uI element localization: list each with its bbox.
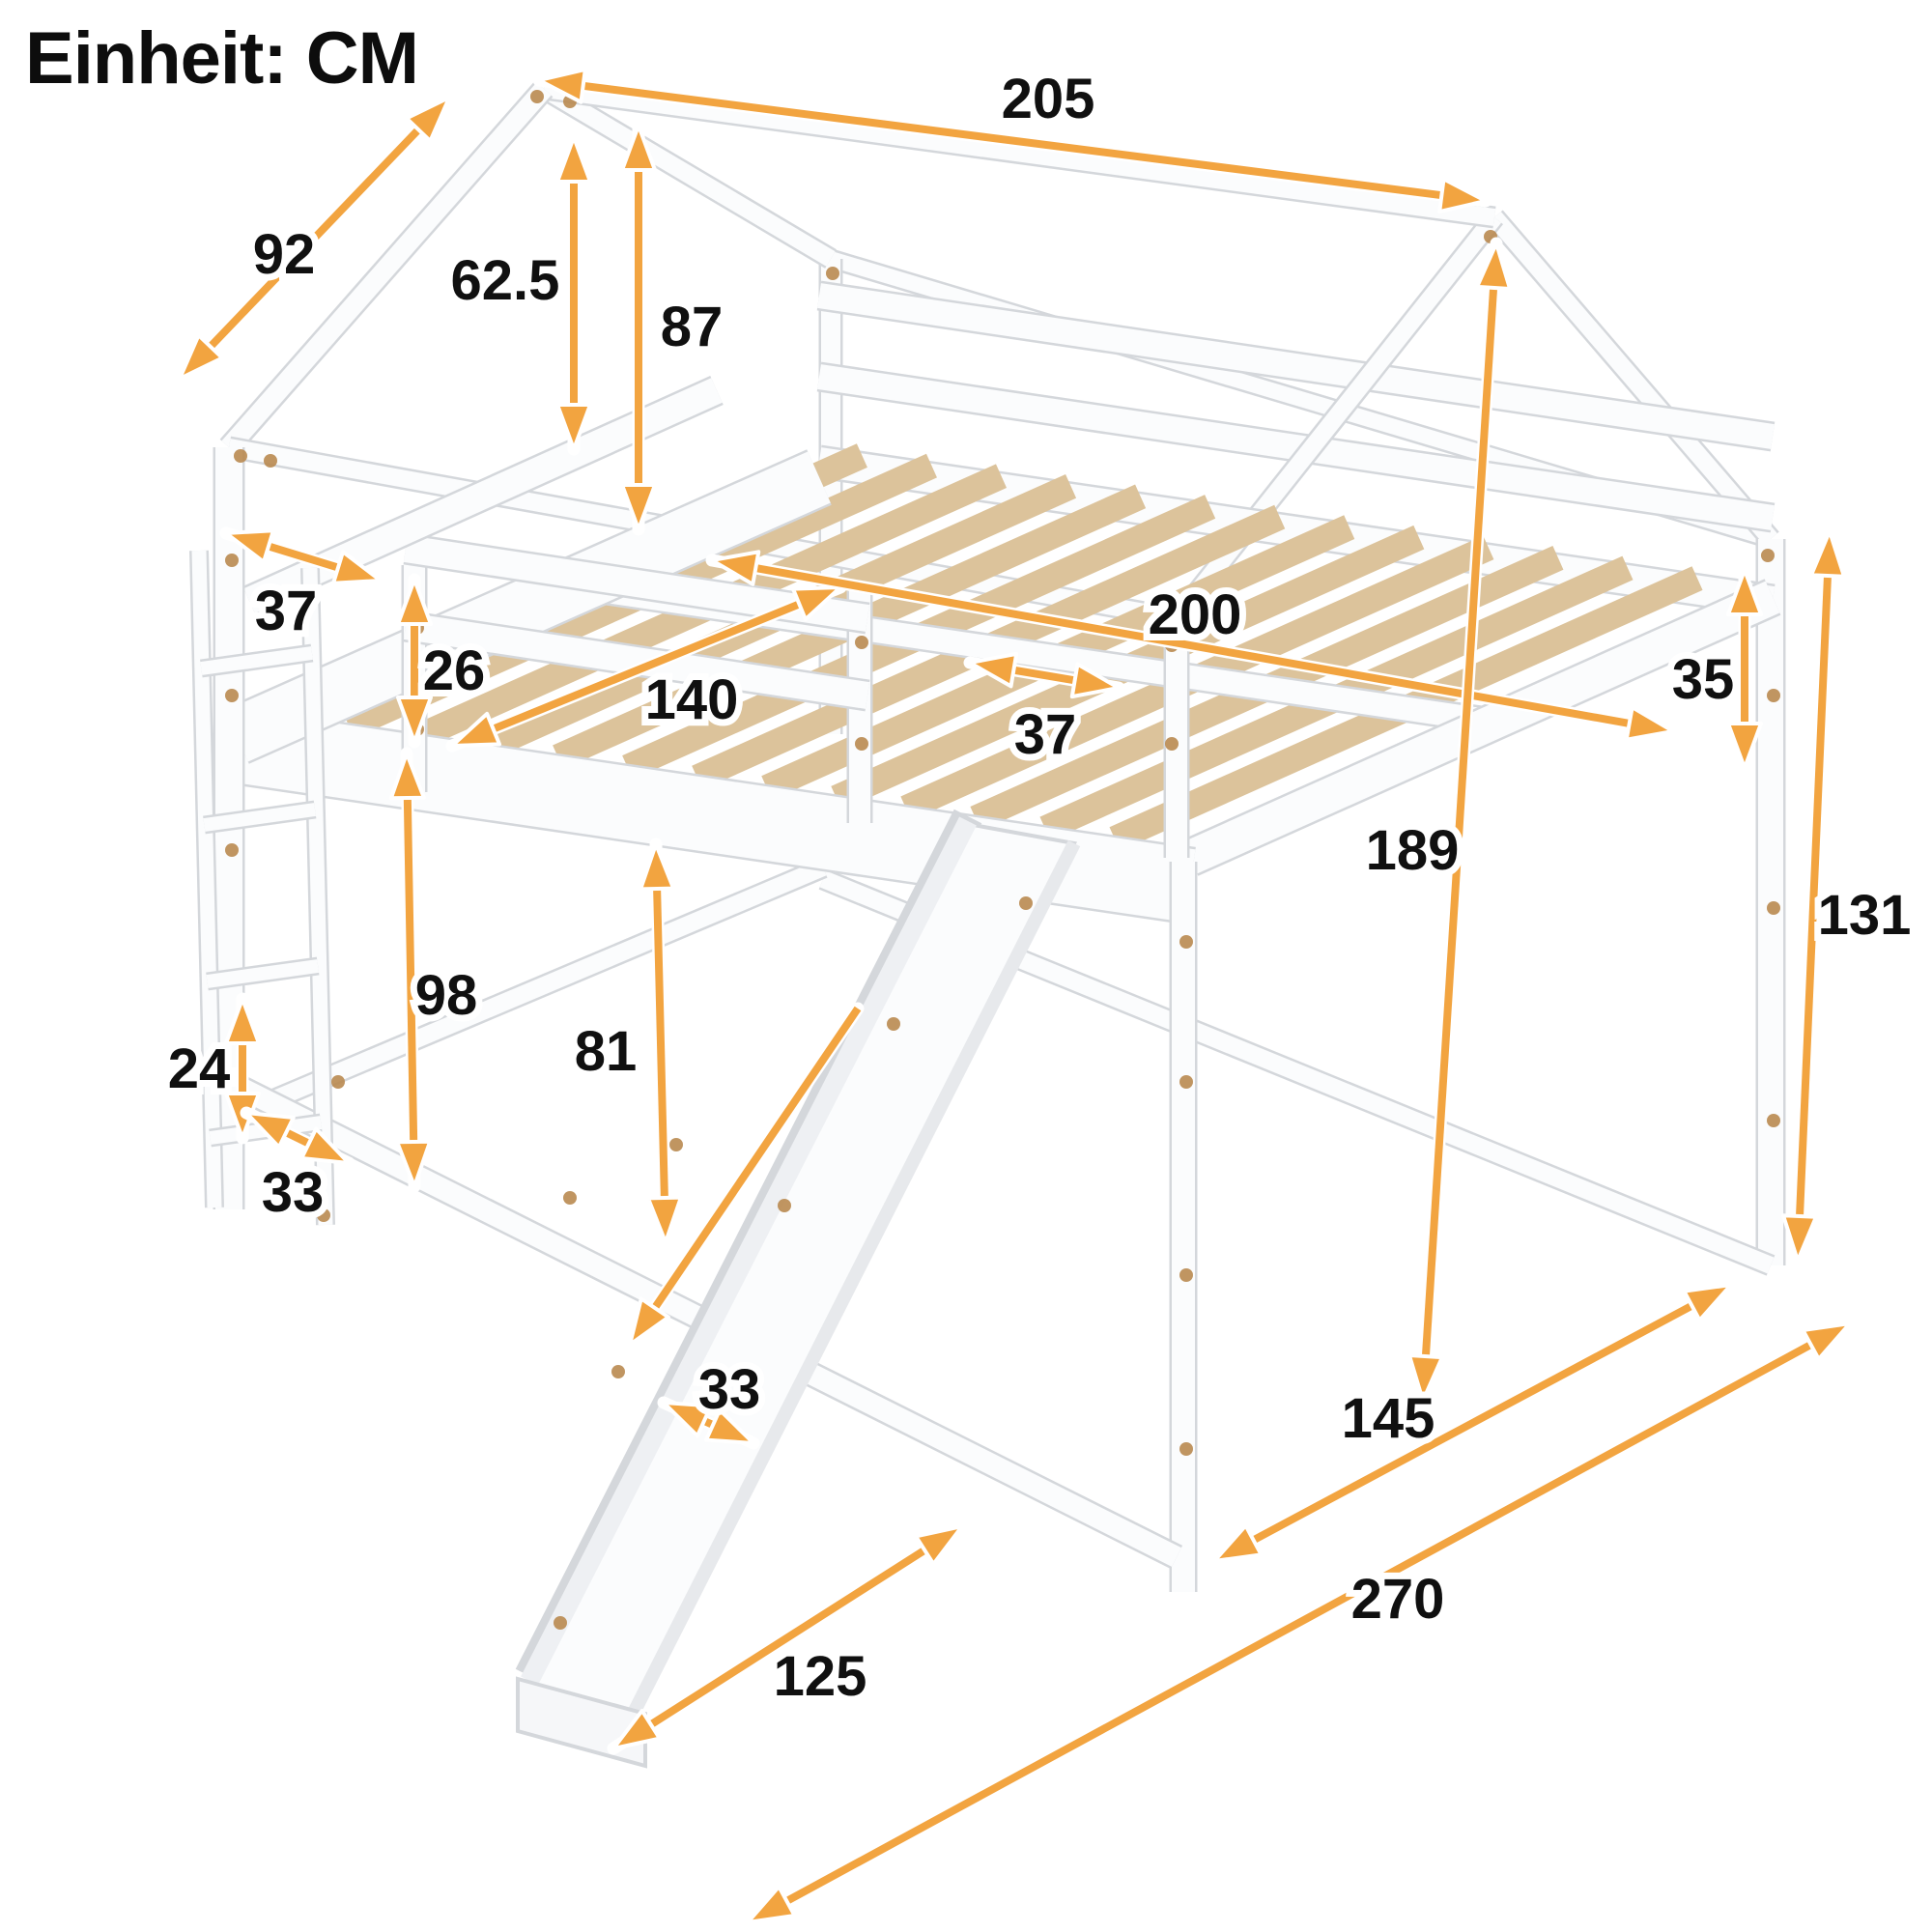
dimension-label-total-height: 189	[1366, 819, 1460, 882]
dimension-arrows	[173, 67, 1857, 1929]
unit-label: Einheit: CM	[25, 17, 418, 99]
arrow-slide-edge-guide	[623, 1002, 865, 1351]
dimension-label-underbed-clearance: 81	[575, 1020, 638, 1083]
arrow-roof-slope-length	[173, 91, 456, 385]
arrow-underbed-clearance	[639, 838, 683, 1249]
dimension-label-mattress-width: 140	[645, 668, 739, 731]
dimension-label-roof-ridge-length: 205	[1002, 68, 1095, 130]
arrow-frame-height-right	[1781, 525, 1846, 1267]
arrow-roof-ridge-length	[532, 67, 1492, 214]
dimension-label-gable-height: 62.5	[451, 249, 560, 312]
dimension-label-bed-length: 200	[1149, 583, 1242, 646]
arrow-bed-depth	[1208, 1278, 1738, 1568]
dimension-label-slide-floor-extension: 125	[774, 1645, 867, 1708]
dimension-labels: 205 92 62.5 87 37 26 140 200 37 35 189 131 98 81 24 33 3…	[161, 61, 1918, 1715]
dimension-label-underbed-height-front: 98	[415, 964, 478, 1027]
dimension-label-guardrail-height: 26	[423, 639, 486, 702]
dimension-label-frame-height-right: 131	[1818, 884, 1912, 947]
dimension-label-post-offset-right: 37	[1014, 703, 1077, 766]
arrow-mattress-width	[445, 581, 847, 753]
arrow-slide-floor-extension	[607, 1520, 969, 1755]
dimension-label-rail-height-right: 35	[1672, 648, 1735, 711]
dimension-label-roof-slope-length: 92	[253, 223, 316, 286]
dimension-label-bed-depth: 145	[1342, 1387, 1435, 1450]
dimension-label-slide-width: 33	[698, 1358, 761, 1421]
arrow-eave-offset-left	[219, 526, 387, 587]
arrow-total-height	[1406, 237, 1513, 1407]
dimension-label-ladder-rung-spacing: 24	[168, 1037, 231, 1100]
arrow-slide-width	[657, 1396, 760, 1450]
dimension-label-eave-offset-left: 37	[255, 580, 318, 642]
slide	[515, 809, 1081, 1769]
arrow-guardrail-height	[396, 573, 433, 749]
arrow-ladder-width	[240, 1106, 355, 1170]
arrow-rail-height-right	[1726, 563, 1763, 775]
arrow-peak-to-bed-height	[620, 119, 657, 536]
arrow-bed-length	[705, 550, 1680, 742]
dimension-label-total-depth: 270	[1351, 1568, 1445, 1631]
dimension-label-ladder-width: 33	[262, 1161, 325, 1224]
arrow-underbed-height-front	[388, 747, 433, 1193]
arrow-gable-height	[555, 130, 592, 456]
dimension-label-peak-to-bed-height: 87	[661, 296, 724, 358]
arrow-total-depth	[741, 1317, 1857, 1929]
arrow-post-offset-right	[963, 651, 1125, 699]
